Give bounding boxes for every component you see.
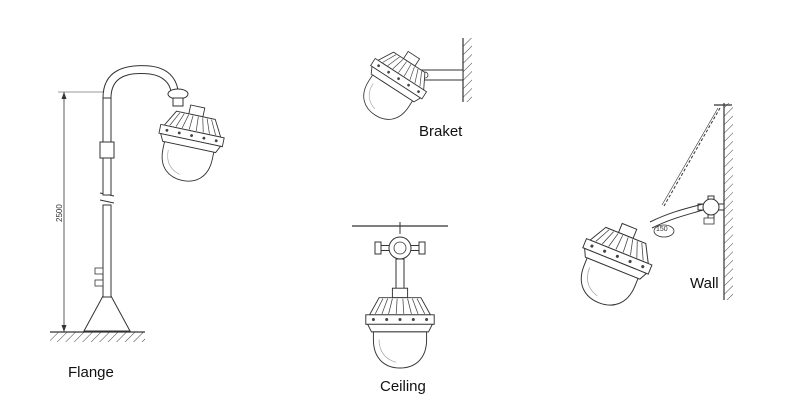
- braket-mount-drawing: [348, 38, 472, 133]
- label-ceiling: Ceiling: [380, 378, 426, 395]
- wall-junction: [702, 198, 720, 216]
- pole-coupler: [99, 141, 115, 159]
- label-flange: Flange: [68, 364, 114, 381]
- ceiling-mount-drawing: [352, 222, 448, 369]
- flange-mount-drawing: [50, 65, 230, 342]
- wall-arm: [651, 209, 704, 229]
- pole-lower: [102, 204, 112, 298]
- wall-mount-drawing: [565, 103, 733, 317]
- pole-height-dimension: 2500: [55, 204, 64, 222]
- arm-length-dimension: 150: [656, 226, 668, 233]
- label-braket: Braket: [419, 123, 463, 140]
- base-flange: [83, 295, 131, 332]
- support-cable: [663, 107, 721, 207]
- pole-upper: [102, 157, 112, 196]
- label-wall: Wall: [690, 275, 719, 292]
- junction-box: [388, 236, 412, 260]
- ground-hatch: [50, 332, 145, 342]
- curved-arm: [102, 65, 179, 99]
